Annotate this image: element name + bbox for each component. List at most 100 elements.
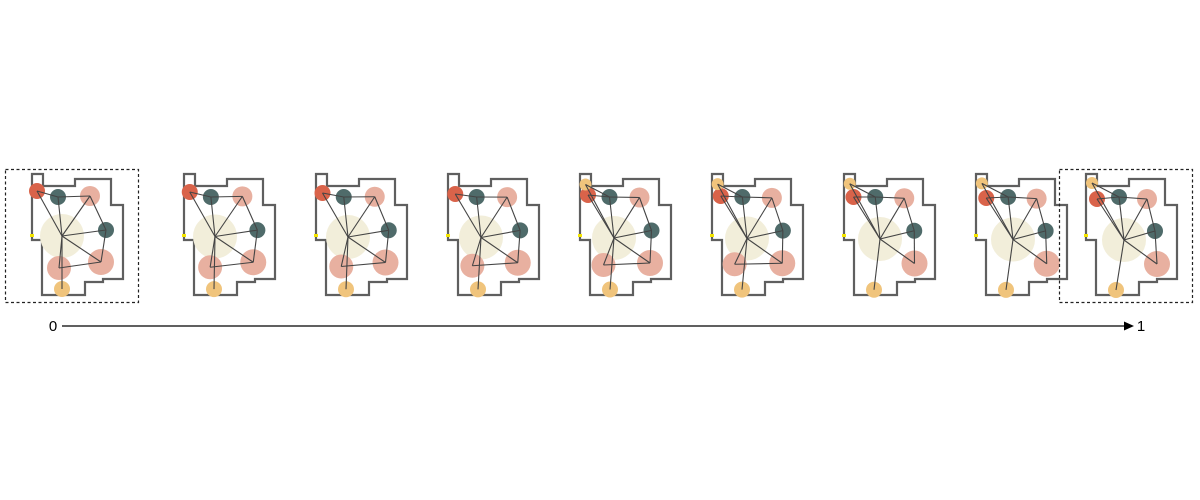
adjacency-edge (609, 237, 615, 290)
floorplan-frame (181, 172, 277, 298)
adjacency-edge (61, 229, 107, 237)
adjacency-edge (609, 196, 640, 199)
adjacency-edge (602, 237, 615, 266)
adjacency-edge (603, 262, 651, 266)
wall-outline (30, 172, 125, 297)
frames-group (4, 168, 1194, 304)
wall-outline (974, 172, 1069, 297)
adjacency-edge (1115, 239, 1125, 291)
adjacency-edge (210, 261, 254, 268)
adjacency-edge (781, 230, 784, 264)
adjacency-edge (771, 197, 784, 231)
adjacency-edge (981, 182, 1009, 198)
adjacency-edge (638, 197, 653, 231)
floorplan-frame (314, 172, 409, 298)
floorplan-frame (4, 168, 140, 304)
adjacency-edge (341, 261, 386, 268)
adjacency-edge (189, 191, 216, 237)
adjacency-edge (322, 192, 349, 238)
adjacency-edge (58, 235, 63, 269)
adjacency-edge (455, 193, 477, 198)
adjacency-edge (384, 230, 390, 263)
adjacency-edge (746, 197, 773, 239)
wall-outline (842, 172, 937, 297)
adjacency-edge (1045, 230, 1048, 264)
adjacency-edge (1096, 198, 1125, 241)
adjacency-edge (742, 196, 772, 199)
adjacency-edge (477, 237, 482, 290)
timeline-arrowhead (1124, 321, 1134, 331)
adjacency-edge (613, 237, 651, 264)
adjacency-edge (734, 262, 783, 265)
adjacency-edge (746, 238, 783, 264)
floorplan-frame (710, 172, 805, 298)
adjacency-edge (608, 196, 615, 239)
adjacency-edge (454, 193, 482, 238)
wall-outline (446, 172, 541, 297)
wall-outline (578, 172, 673, 297)
adjacency-edge (61, 195, 91, 237)
adjacency-edge (981, 183, 1014, 240)
adjacency-edge (879, 238, 915, 264)
adjacency-edge (849, 183, 881, 240)
adjacency-edge (189, 191, 212, 198)
adjacency-edge (100, 229, 107, 263)
door-marker (30, 234, 34, 237)
adjacency-edge (214, 229, 258, 238)
adjacency-edge (214, 196, 243, 237)
floorplan-frame (578, 172, 673, 298)
adjacency-edge (476, 196, 482, 238)
adjacency-edge (241, 196, 258, 231)
adjacency-edge (210, 196, 216, 237)
adjacency-edge (57, 196, 63, 237)
adjacency-edge (213, 236, 216, 290)
door-marker (710, 234, 714, 237)
adjacency-edge (347, 236, 386, 263)
adjacency-edge (214, 236, 254, 263)
adjacency-edge (252, 230, 258, 263)
adjacency-edge (1146, 198, 1156, 232)
adjacency-edge (874, 196, 881, 240)
adjacency-edge (209, 236, 216, 268)
adjacency-edge (506, 196, 521, 231)
adjacency-edge (613, 229, 652, 239)
timeline-start-label: 0 (49, 318, 57, 335)
adjacency-edge (875, 196, 905, 199)
adjacency-edge (585, 184, 610, 198)
timeline-end-label: 1 (1137, 318, 1145, 335)
adjacency-edge (879, 197, 905, 240)
adjacency-edge (340, 236, 349, 267)
adjacency-edge (1005, 239, 1014, 290)
adjacency-edge (734, 238, 748, 265)
wall-outline (1084, 172, 1179, 297)
adjacency-edge (613, 197, 640, 239)
adjacency-edge (741, 196, 748, 239)
adjacency-edge (1123, 198, 1148, 241)
door-marker (842, 234, 846, 237)
floorplan-frame (446, 172, 541, 298)
selection-box (4, 168, 140, 304)
adjacency-edge (57, 195, 91, 198)
adjacency-edge (517, 230, 521, 263)
adjacency-edge (1091, 182, 1120, 198)
adjacency-edge (480, 237, 519, 264)
door-marker (974, 234, 978, 237)
adjacency-edge (210, 195, 243, 198)
adjacency-edge (873, 238, 881, 290)
adjacency-edge (585, 184, 615, 239)
door-marker (1084, 234, 1088, 237)
adjacency-edge (649, 230, 653, 264)
adjacency-edge (58, 261, 102, 269)
adjacency-edge (61, 235, 102, 263)
adjacency-edge (1118, 196, 1125, 241)
adjacency-edge (1036, 198, 1047, 232)
floorplan-frame (1058, 168, 1194, 304)
adjacency-edge (471, 237, 482, 266)
adjacency-edge (36, 190, 63, 237)
door-marker (446, 234, 450, 237)
floorplan-frame (842, 172, 937, 298)
adjacency-edge (1123, 239, 1158, 265)
adjacency-edge (347, 196, 376, 238)
door-marker (314, 234, 318, 237)
wall-outline (710, 172, 805, 297)
